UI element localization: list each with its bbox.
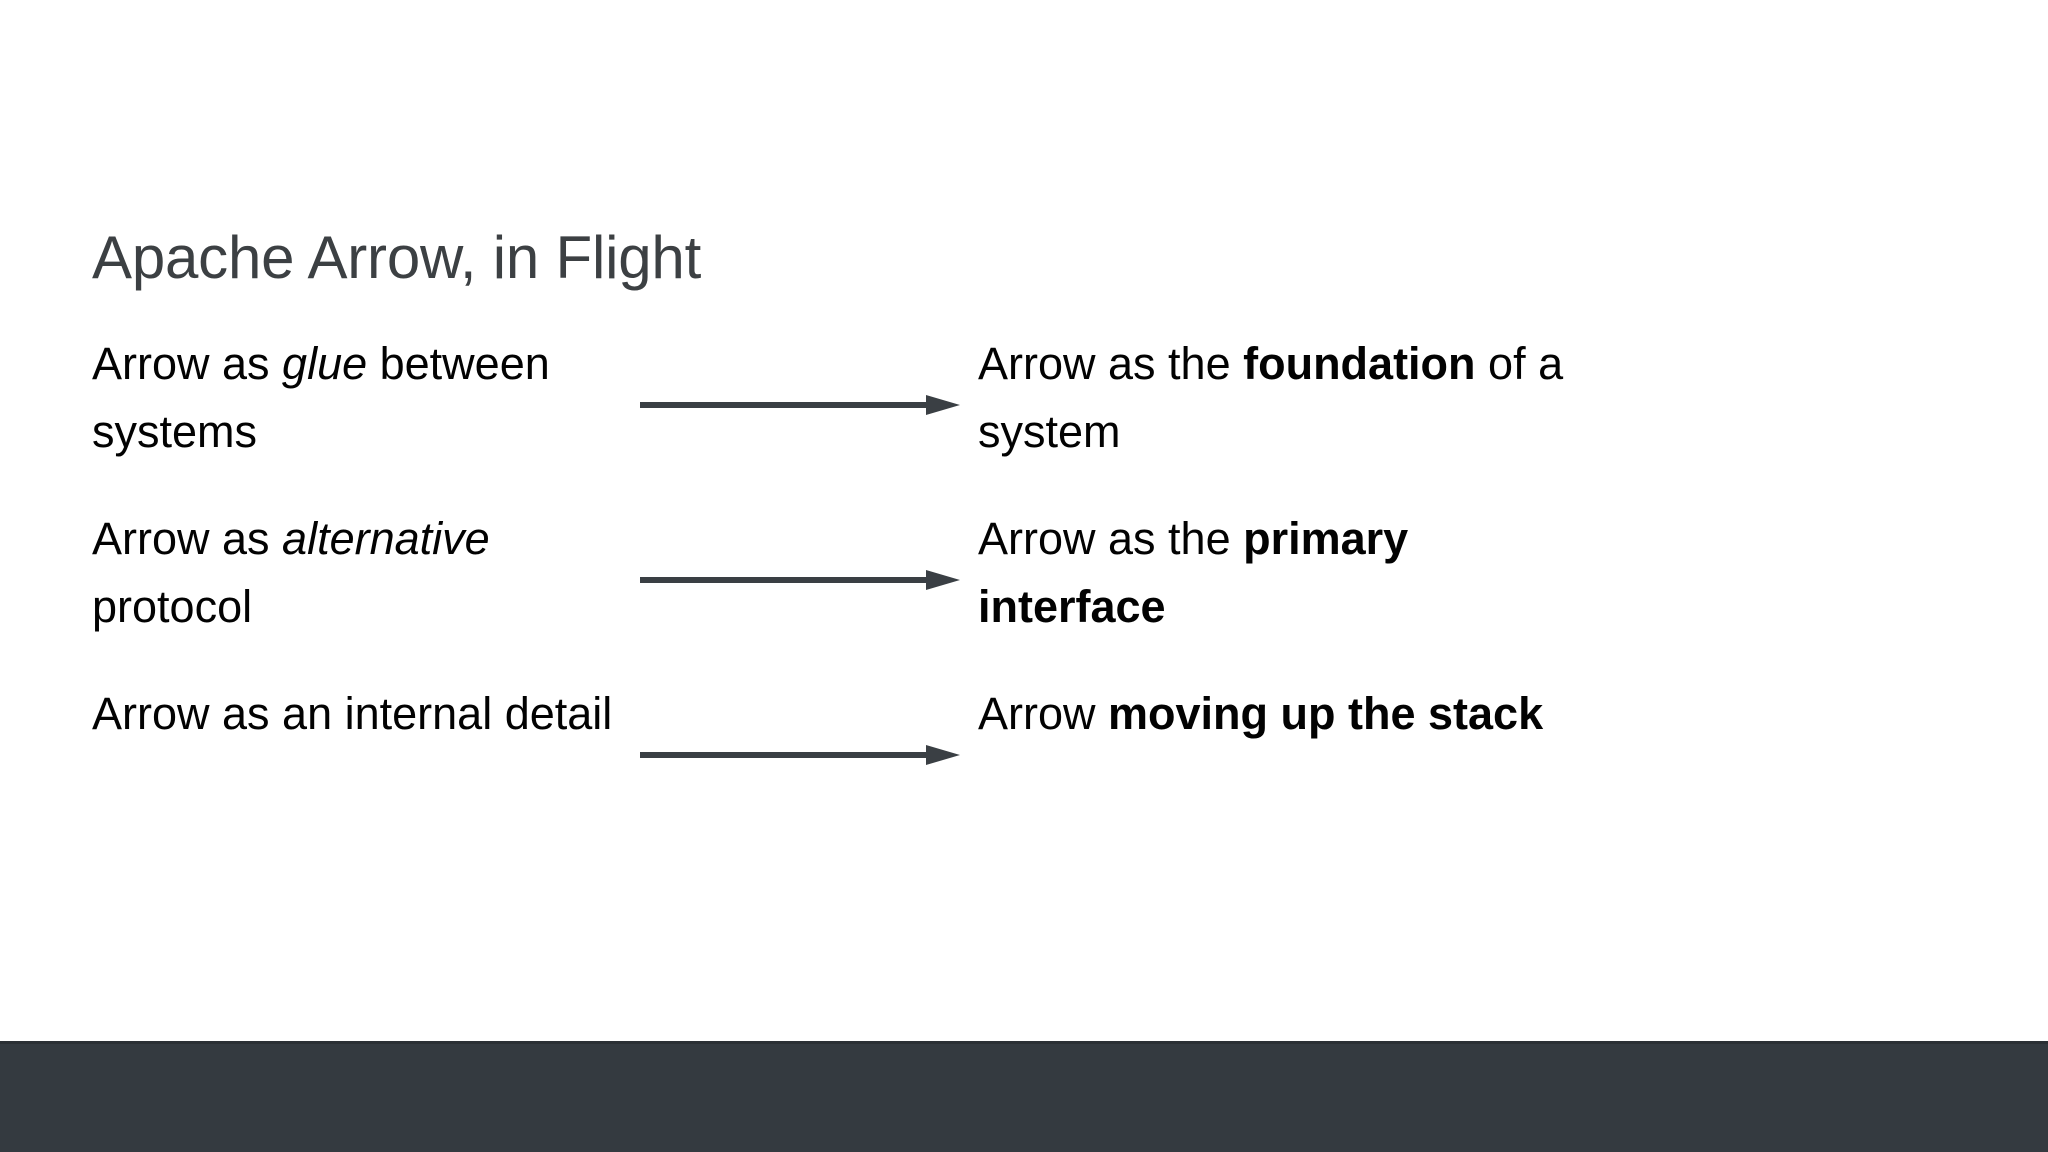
row-left-text: Arrow as glue between systems <box>92 330 652 467</box>
comparison-row: Arrow as glue between systems Arrow as t… <box>0 330 2048 505</box>
right-text-prefix: Arrow as the <box>978 338 1244 389</box>
right-text-suffix: of a system <box>978 338 1564 458</box>
row-right-text: Arrow as the primary interface <box>978 505 1598 642</box>
row-left-text: Arrow as alternative protocol <box>92 505 652 642</box>
left-text-emphasis: alternative <box>282 513 490 564</box>
row-right-text: Arrow as the foundation of a system <box>978 330 1598 467</box>
row-right-text: Arrow moving up the stack <box>978 680 1598 748</box>
footer-bar <box>0 1041 2048 1152</box>
left-text-prefix: Arrow as an internal detail <box>92 688 613 739</box>
right-arrow-icon <box>640 392 960 418</box>
right-arrow-icon <box>640 567 960 593</box>
right-arrow-icon <box>640 742 960 768</box>
row-left-text: Arrow as an internal detail <box>92 680 652 748</box>
page-title: Apache Arrow, in Flight <box>92 224 702 292</box>
left-text-emphasis: glue <box>282 338 368 389</box>
comparison-row: Arrow as alternative protocol Arrow as t… <box>0 505 2048 680</box>
left-text-prefix: Arrow as <box>92 338 283 389</box>
left-text-suffix: between systems <box>92 338 550 458</box>
left-text-suffix: protocol <box>92 581 253 633</box>
right-text-emphasis: primary interface <box>978 513 1409 633</box>
right-text-emphasis: foundation <box>1243 338 1476 389</box>
comparison-rows: Arrow as glue between systems Arrow as t… <box>0 330 2048 855</box>
right-text-prefix: Arrow as the <box>978 513 1244 564</box>
left-text-prefix: Arrow as <box>92 513 283 564</box>
right-text-emphasis: moving up the stack <box>1108 688 1544 739</box>
right-text-prefix: Arrow <box>978 688 1109 739</box>
comparison-row: Arrow as an internal detail Arrow moving… <box>0 680 2048 855</box>
